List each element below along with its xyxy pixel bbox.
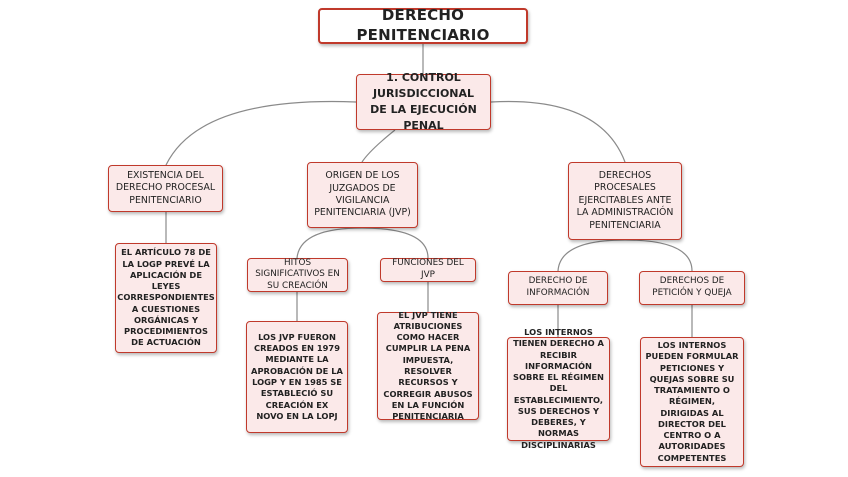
node-internos-peticiones: LOS INTERNOS PUEDEN FORMULAR PETICIONES … [640,337,744,467]
connector-derechos-peticion [624,239,693,272]
node-derechos-peticion-queja: DERECHOS DE PETICIÓN Y QUEJA [639,271,745,305]
node-origen-jvp: ORIGEN DE LOS JUZGADOS DE VIGILANCIA PEN… [307,162,418,228]
node-jvp-creacion-1979: LOS JVP FUERON CREADOS EN 1979 MEDIANTE … [246,321,348,433]
node-funciones-jvp: FUNCIONES DEL JVP [380,258,476,282]
connector-main-existencia [165,100,357,166]
node-derecho-informacion: DERECHO DE INFORMACIÓN [508,271,608,305]
node-derechos-procesales: DERECHOS PROCESALES EJERCITABLES ANTE LA… [568,162,682,240]
connector-origen-funciones [361,227,429,259]
node-internos-informacion: LOS INTERNOS TIENEN DERECHO A RECIBIR IN… [507,327,610,450]
node-articulo-78-logp: EL ARTÍCULO 78 DE LA LOGP PREVÉ LA APLIC… [115,243,217,353]
diagram-title: DERECHO PENITENCIARIO [318,6,528,44]
node-control-jurisdiccional: 1. CONTROL JURISDICCIONAL DE LA EJECUCIÓ… [356,71,491,132]
connector-derechos-informacion [557,239,626,272]
node-existencia-derecho-procesal: EXISTENCIA DEL DERECHO PROCESAL PENITENC… [108,165,223,212]
node-hitos-significativos: HITOS SIGNIFICATIVOS EN SU CREACIÓN [247,258,348,292]
node-jvp-atribuciones: EL JVP TIENE ATRIBUCIONES COMO HACER CUM… [377,310,479,421]
connector-main-origen [361,129,396,163]
connector-main-derechos [490,100,626,163]
connector-origen-hitos [296,227,363,259]
